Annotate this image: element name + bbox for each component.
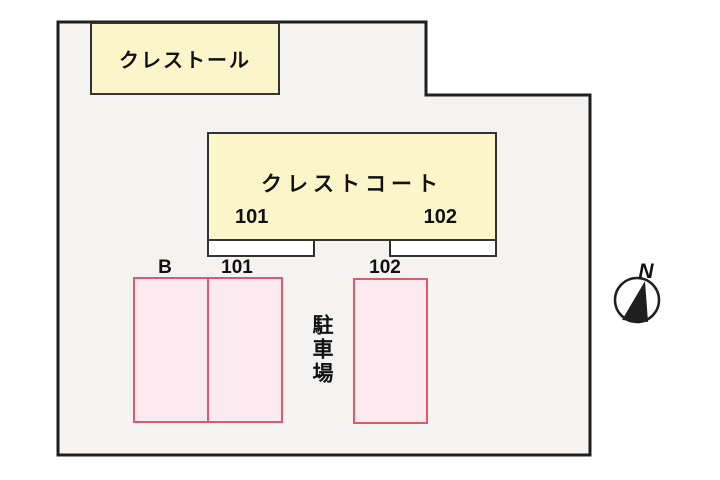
building-crestcourt: クレストコート 101 102 [207,132,497,241]
parking-space-b-label: B [158,257,172,278]
parking-space-101-label: 101 [221,257,253,278]
unit-102-label: 102 [423,206,457,228]
parking-space-b [133,277,209,423]
building-crestcourt-label: クレストコート [261,173,443,196]
parking-space-101 [207,277,283,423]
parking-space-102-label: 102 [369,257,401,278]
parking-lot-caption: 駐車場 [310,314,333,386]
unit-101-label: 101 [235,206,269,228]
entrance-porch-101 [207,239,315,257]
parking-space-102 [353,278,428,424]
north-arrow-icon [622,281,648,322]
compass-north-label: N [638,260,654,283]
compass: N [613,260,661,324]
building-crestall: クレストール [90,22,280,95]
entrance-porch-102 [389,239,497,257]
building-crestall-label: クレストール [119,50,251,72]
